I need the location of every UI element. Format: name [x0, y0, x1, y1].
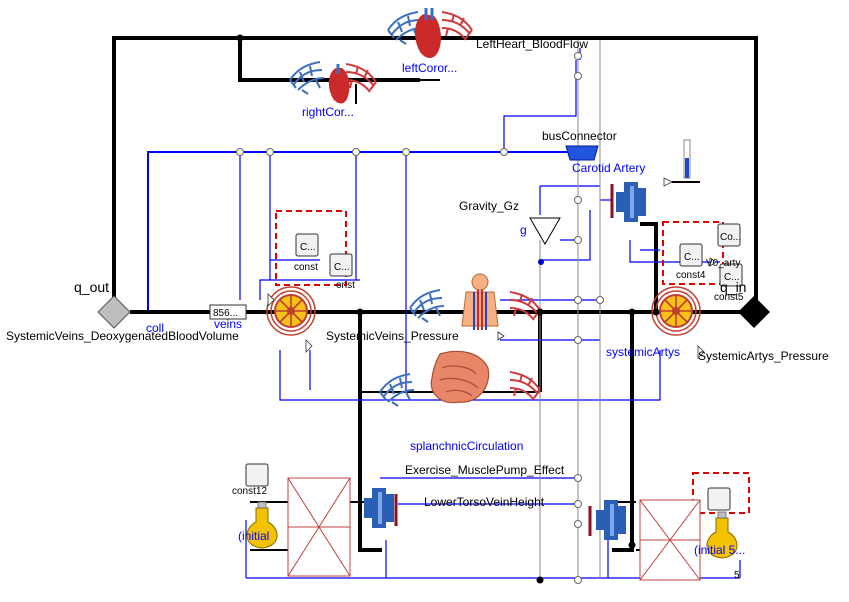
const-box-icon[interactable]: [245, 463, 269, 487]
thermometer-icon: [683, 139, 691, 179]
lower-torso-vein-height-label: LowerTorsoVeinHeight: [424, 495, 545, 509]
bus-connector-icon[interactable]: [565, 145, 599, 161]
coll-label: coll: [146, 321, 164, 335]
systemic-artys-label: systemicArtys: [606, 345, 680, 359]
bus-wires: [539, 40, 601, 578]
initial-left-label: (initial: [238, 529, 269, 543]
initial-right-label: (initial 5...: [694, 543, 745, 557]
gravity-triangle-icon[interactable]: [529, 217, 561, 265]
bus-connector-label: busConnector: [542, 129, 617, 143]
gravity-unit-label: g: [520, 223, 527, 237]
veins-label: veins: [214, 317, 242, 331]
artys-v0-label: V0_arty: [706, 258, 740, 269]
const-e-label: C...: [724, 272, 740, 283]
pump-icon[interactable]: [364, 488, 394, 528]
const-a-label: C...: [300, 242, 316, 253]
systemic-veins-pressure-label: SystemicVeins_Pressure: [326, 329, 459, 343]
const12-label: const12: [232, 486, 267, 497]
exercise-musclepump-label: Exercise_MusclePump_Effect: [405, 463, 565, 477]
pump-icon[interactable]: [616, 182, 646, 222]
splanchnic-circulation-label: splanchnicCirculation: [410, 439, 523, 453]
const-c-label: Co...: [720, 232, 741, 243]
const-box-icon[interactable]: [707, 487, 731, 511]
intestine-icon[interactable]: [379, 350, 541, 407]
const-e-sub-label: const5: [714, 292, 744, 303]
black-junction-dots: [236, 34, 660, 584]
const-d-sub-label: const4: [676, 270, 706, 281]
q-in-label: q_in: [720, 279, 746, 295]
q-out-label: q_out: [74, 279, 109, 295]
systemic-veins-volume-label: SystemicVeins_DeoxygenatedBloodVolume: [6, 329, 239, 343]
heart-icon[interactable]: [387, 8, 473, 58]
conductor-box-icon[interactable]: [287, 477, 351, 577]
const-b-label: C...: [334, 262, 350, 273]
bus-junction-dots: [236, 52, 604, 584]
left-coronary-label: leftCoror...: [402, 61, 457, 75]
value-display-box: [209, 304, 247, 320]
q-in-diamond-port-icon[interactable]: [738, 296, 770, 328]
input-port-triangles: [267, 177, 717, 359]
systemic-artys-pressure-label: SystemicArtys_Pressure: [698, 349, 829, 363]
const-d-label: C...: [684, 252, 700, 263]
const-a-sub-label: const: [294, 262, 318, 273]
carotid-artery-label: Carotid Artery: [572, 161, 645, 175]
coronary-vessel-icon[interactable]: [289, 61, 377, 104]
human-body-icon[interactable]: [409, 273, 541, 330]
five-label: 5: [734, 570, 740, 581]
right-coronary-label: rightCor...: [302, 105, 354, 119]
gravity-gz-label: Gravity_Gz: [459, 199, 519, 213]
conductor-box-icon[interactable]: [639, 499, 701, 581]
left-heart-bloodflow-label: LeftHeart_BloodFlow: [476, 37, 588, 51]
q-out-diamond-port-icon[interactable]: [97, 295, 131, 329]
const-b-sub-label: onst: [336, 280, 355, 291]
veins-value-display: 856...: [213, 308, 238, 319]
elastic-vessel-icon[interactable]: [266, 286, 316, 336]
pump-arrow-icon: [394, 184, 614, 536]
